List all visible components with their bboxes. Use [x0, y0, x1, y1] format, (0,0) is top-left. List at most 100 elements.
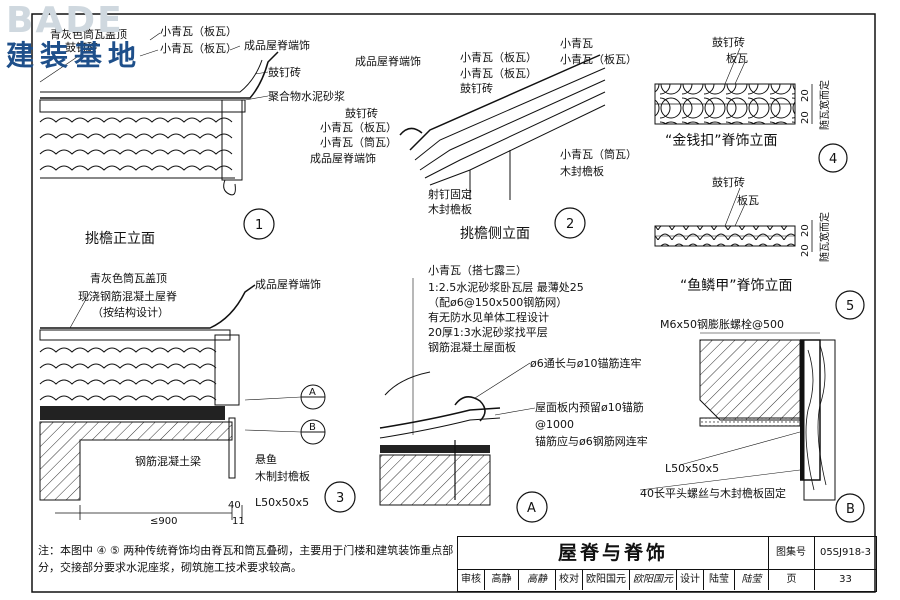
- sheet-border: [31, 13, 876, 593]
- d3-mark-a: A: [309, 387, 316, 398]
- tb-cell-1: 高静: [485, 570, 519, 590]
- d2-label-12: 射钉固定: [428, 187, 472, 201]
- da-label-6: ø6通长与ø10锚筋连牢: [530, 356, 641, 370]
- d3-label-1: 现浇钢筋混凝土屋脊: [78, 289, 177, 303]
- da-label-9: 锚筋应与ø6钢筋网连牢: [535, 434, 648, 448]
- drawing-a: 小青瓦（搭七露三） 1:2.5水泥砂浆卧瓦层 最薄处25 （配ø6@150x50…: [379, 264, 648, 523]
- d2-label-3: 鼓钉砖: [460, 81, 493, 95]
- atlas-label: 图集号: [768, 537, 815, 570]
- d3-label-3: 成品屋脊端饰: [255, 277, 321, 291]
- d1-label-2: 小青瓦（板瓦）: [160, 41, 237, 55]
- d4-dim-1: 20: [800, 111, 811, 124]
- d3-label-0: 青灰色筒瓦盖顶: [90, 271, 167, 285]
- d4-mark: [818, 143, 848, 173]
- d3-mark: [324, 481, 356, 513]
- d1-label-1: 小青瓦（板瓦）: [160, 24, 237, 38]
- tb-cell-5: 欧阳国元: [630, 570, 677, 590]
- d5-caption: “鱼鳞甲”脊饰立面: [680, 277, 793, 294]
- db-num: B: [846, 502, 855, 517]
- d2-label-9: 成品屋脊端饰: [310, 151, 376, 165]
- d2-label-1: 小青瓦（板瓦）: [460, 50, 537, 64]
- atlas-number: 05SJ918-3: [815, 537, 876, 570]
- db-label-1: L50x50x5: [665, 462, 719, 475]
- d2-label-2: 小青瓦（板瓦）: [460, 66, 537, 80]
- d1-num: 1: [255, 218, 263, 233]
- d5-dim-2: 随瓦宽而定: [818, 212, 831, 262]
- da-label-2: （配ø6@150x500钢筋网）: [428, 295, 567, 309]
- d4-num: 4: [829, 152, 837, 167]
- da-label-8: @1000: [535, 418, 574, 431]
- d1-caption: 挑檐正立面: [85, 231, 155, 247]
- d3-label-5: 悬鱼: [255, 452, 277, 466]
- tb-cell-3: 校对: [556, 570, 583, 590]
- d2-caption: 挑檐侧立面: [460, 226, 530, 242]
- d3-dim-0: ≤900: [150, 516, 177, 527]
- drawing-4: 鼓钉砖 板瓦 20 20 随瓦宽而定 “金钱扣”脊饰立面 4: [654, 35, 848, 173]
- d3-label-2: （按结构设计）: [92, 305, 169, 319]
- d4-dim-2: 随瓦宽而定: [818, 80, 831, 130]
- brand-logo: BADE 建装基地: [6, 2, 196, 82]
- d3-label-6: 木制封檐板: [255, 469, 310, 483]
- page-label: 页: [769, 570, 815, 590]
- d2-label-7: 小青瓦（板瓦）: [320, 120, 397, 134]
- db-label-0: M6x50钢膨胀螺栓@500: [660, 317, 784, 331]
- da-label-1: 1:2.5水泥砂浆卧瓦层 最薄处25: [428, 280, 584, 294]
- page-number: 33: [839, 574, 852, 585]
- d4-label-0: 鼓钉砖: [712, 35, 745, 49]
- d1-label-0: 青灰色筒瓦盖顶: [50, 27, 127, 41]
- d2-label-13: 木封檐板: [428, 202, 472, 216]
- db-mark: [835, 493, 865, 523]
- d1-label-6: 聚合物水泥砂浆: [268, 89, 345, 103]
- drawing-5: 鼓钉砖 板瓦 20 20 随瓦宽而定 “鱼鳞甲”脊饰立面 5: [654, 175, 865, 320]
- da-label-4: 20厚1:3水泥砂浆找平层: [428, 325, 548, 339]
- d4-caption: “金钱扣”脊饰立面: [665, 133, 778, 149]
- d3-mark-b: B: [309, 422, 316, 433]
- tb-cell-0: 审核: [458, 570, 485, 590]
- tb-cell-6: 设计: [677, 570, 704, 590]
- d2-label-6: 鼓钉砖: [345, 106, 378, 120]
- d3-dim-1: 40: [228, 500, 241, 511]
- drawing-b: M6x50钢膨胀螺栓@500 L50x50x5 40长平头螺丝与木封檐板固定 B: [639, 317, 865, 523]
- d5-num: 5: [846, 299, 854, 314]
- drawing-3: ≤900 40 11 青灰色筒瓦盖顶 现浇钢筋混凝土屋脊 （按结构设计） 成品屋…: [39, 271, 356, 527]
- db-label-2: 40长平头螺丝与木封檐板固定: [640, 486, 786, 500]
- d2-label-10: 小青瓦（筒瓦）: [560, 147, 637, 161]
- d2-label-8: 小青瓦（筒瓦）: [320, 135, 397, 149]
- logo-sub: 建装基地: [6, 39, 143, 72]
- drawing-1: 青灰色筒瓦盖顶 小青瓦（板瓦） 小青瓦（板瓦） 鼓钉砖 成品屋脊端饰 鼓钉砖 聚…: [39, 24, 345, 247]
- d4-dim-0: 20: [800, 89, 811, 102]
- d2-label-4: 小青瓦: [560, 37, 593, 50]
- da-label-7: 屋面板内预留ø10锚筋: [535, 400, 644, 414]
- d5-label-1: 板瓦: [737, 193, 759, 207]
- d3-label-7: L50x50x5: [255, 496, 309, 509]
- da-label-3: 有无防水见单体工程设计: [428, 310, 549, 324]
- da-label-5: 钢筋混凝土屋面板: [428, 340, 516, 354]
- d4-label-1: 板瓦: [726, 51, 748, 65]
- d5-dim-1: 20: [800, 244, 811, 257]
- d2-label-5: 小青瓦（板瓦）: [560, 52, 637, 66]
- tb-cell-8: 陆莹: [735, 570, 769, 590]
- d2-label-0: 成品屋脊端饰: [355, 54, 421, 68]
- note-text: 注：本图中 ④ ⑤ 两种传统脊饰均由脊瓦和筒瓦叠砌，主要用于门楼和建筑装饰重点部…: [38, 544, 454, 574]
- tb-cell-4: 欧阳国元: [583, 570, 630, 590]
- da-num: A: [527, 501, 536, 516]
- sheet-title: 屋脊与脊饰: [458, 537, 769, 570]
- d3-dim-2: 11: [232, 516, 245, 527]
- d5-dim-0: 20: [800, 224, 811, 237]
- d3-label-4: 钢筋混凝土梁: [135, 454, 201, 468]
- d5-mark: [835, 290, 865, 320]
- d2-mark: [554, 207, 586, 239]
- d1-label-4: 成品屋脊端饰: [244, 38, 310, 52]
- d2-label-11: 木封檐板: [560, 164, 604, 178]
- title-block: 屋脊与脊饰 图集号 05SJ918-3 审核 高静 高静 校对 欧阳国元 欧阳国…: [457, 536, 877, 592]
- d1-label-3: 鼓钉砖: [65, 40, 98, 54]
- tb-cell-7: 陆莹: [704, 570, 735, 590]
- drawing-2: 成品屋脊端饰 小青瓦（板瓦） 小青瓦（板瓦） 鼓钉砖 小青瓦 小青瓦（板瓦） 鼓…: [310, 37, 637, 242]
- d2-num: 2: [566, 217, 574, 232]
- d5-label-0: 鼓钉砖: [712, 175, 745, 189]
- d3-num: 3: [336, 491, 344, 506]
- logo-brand: BADE: [6, 0, 124, 41]
- da-label-0: 小青瓦（搭七露三）: [428, 264, 527, 277]
- d1-label-5: 鼓钉砖: [268, 65, 301, 79]
